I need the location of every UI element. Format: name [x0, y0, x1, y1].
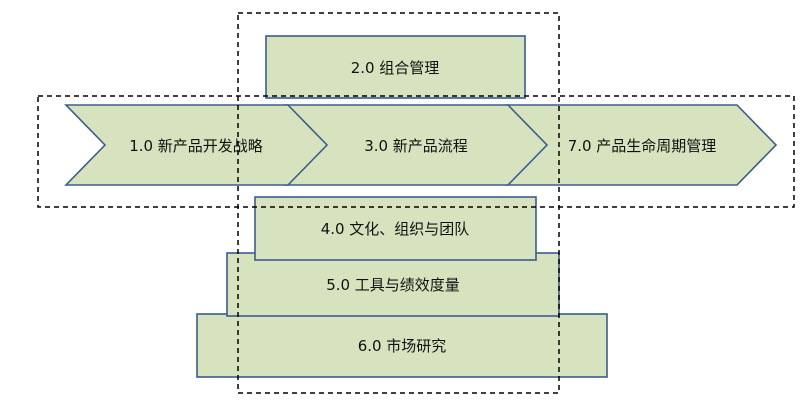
- box-culture-team-label: 4.0 文化、组织与团队: [321, 220, 470, 238]
- box-market-research-label: 6.0 市场研究: [358, 337, 447, 355]
- chevron-strategy-label: 1.0 新产品开发战略: [129, 137, 263, 155]
- chevron-process-label: 3.0 新产品流程: [364, 137, 468, 155]
- box-portfolio-management-label: 2.0 组合管理: [351, 59, 440, 77]
- chevron-strategy: 1.0 新产品开发战略: [64, 104, 329, 186]
- box-portfolio-management: 2.0 组合管理: [265, 35, 526, 99]
- box-market-research: 6.0 市场研究: [196, 313, 608, 378]
- box-tools-metrics-label: 5.0 工具与绩效度量: [326, 276, 460, 294]
- dashed-frame-horizontal: [37, 95, 795, 208]
- box-tools-metrics: 5.0 工具与绩效度量: [226, 252, 560, 317]
- chevron-process: 3.0 新产品流程: [284, 104, 549, 186]
- chevron-lifecycle-label: 7.0 产品生命周期管理: [568, 137, 717, 155]
